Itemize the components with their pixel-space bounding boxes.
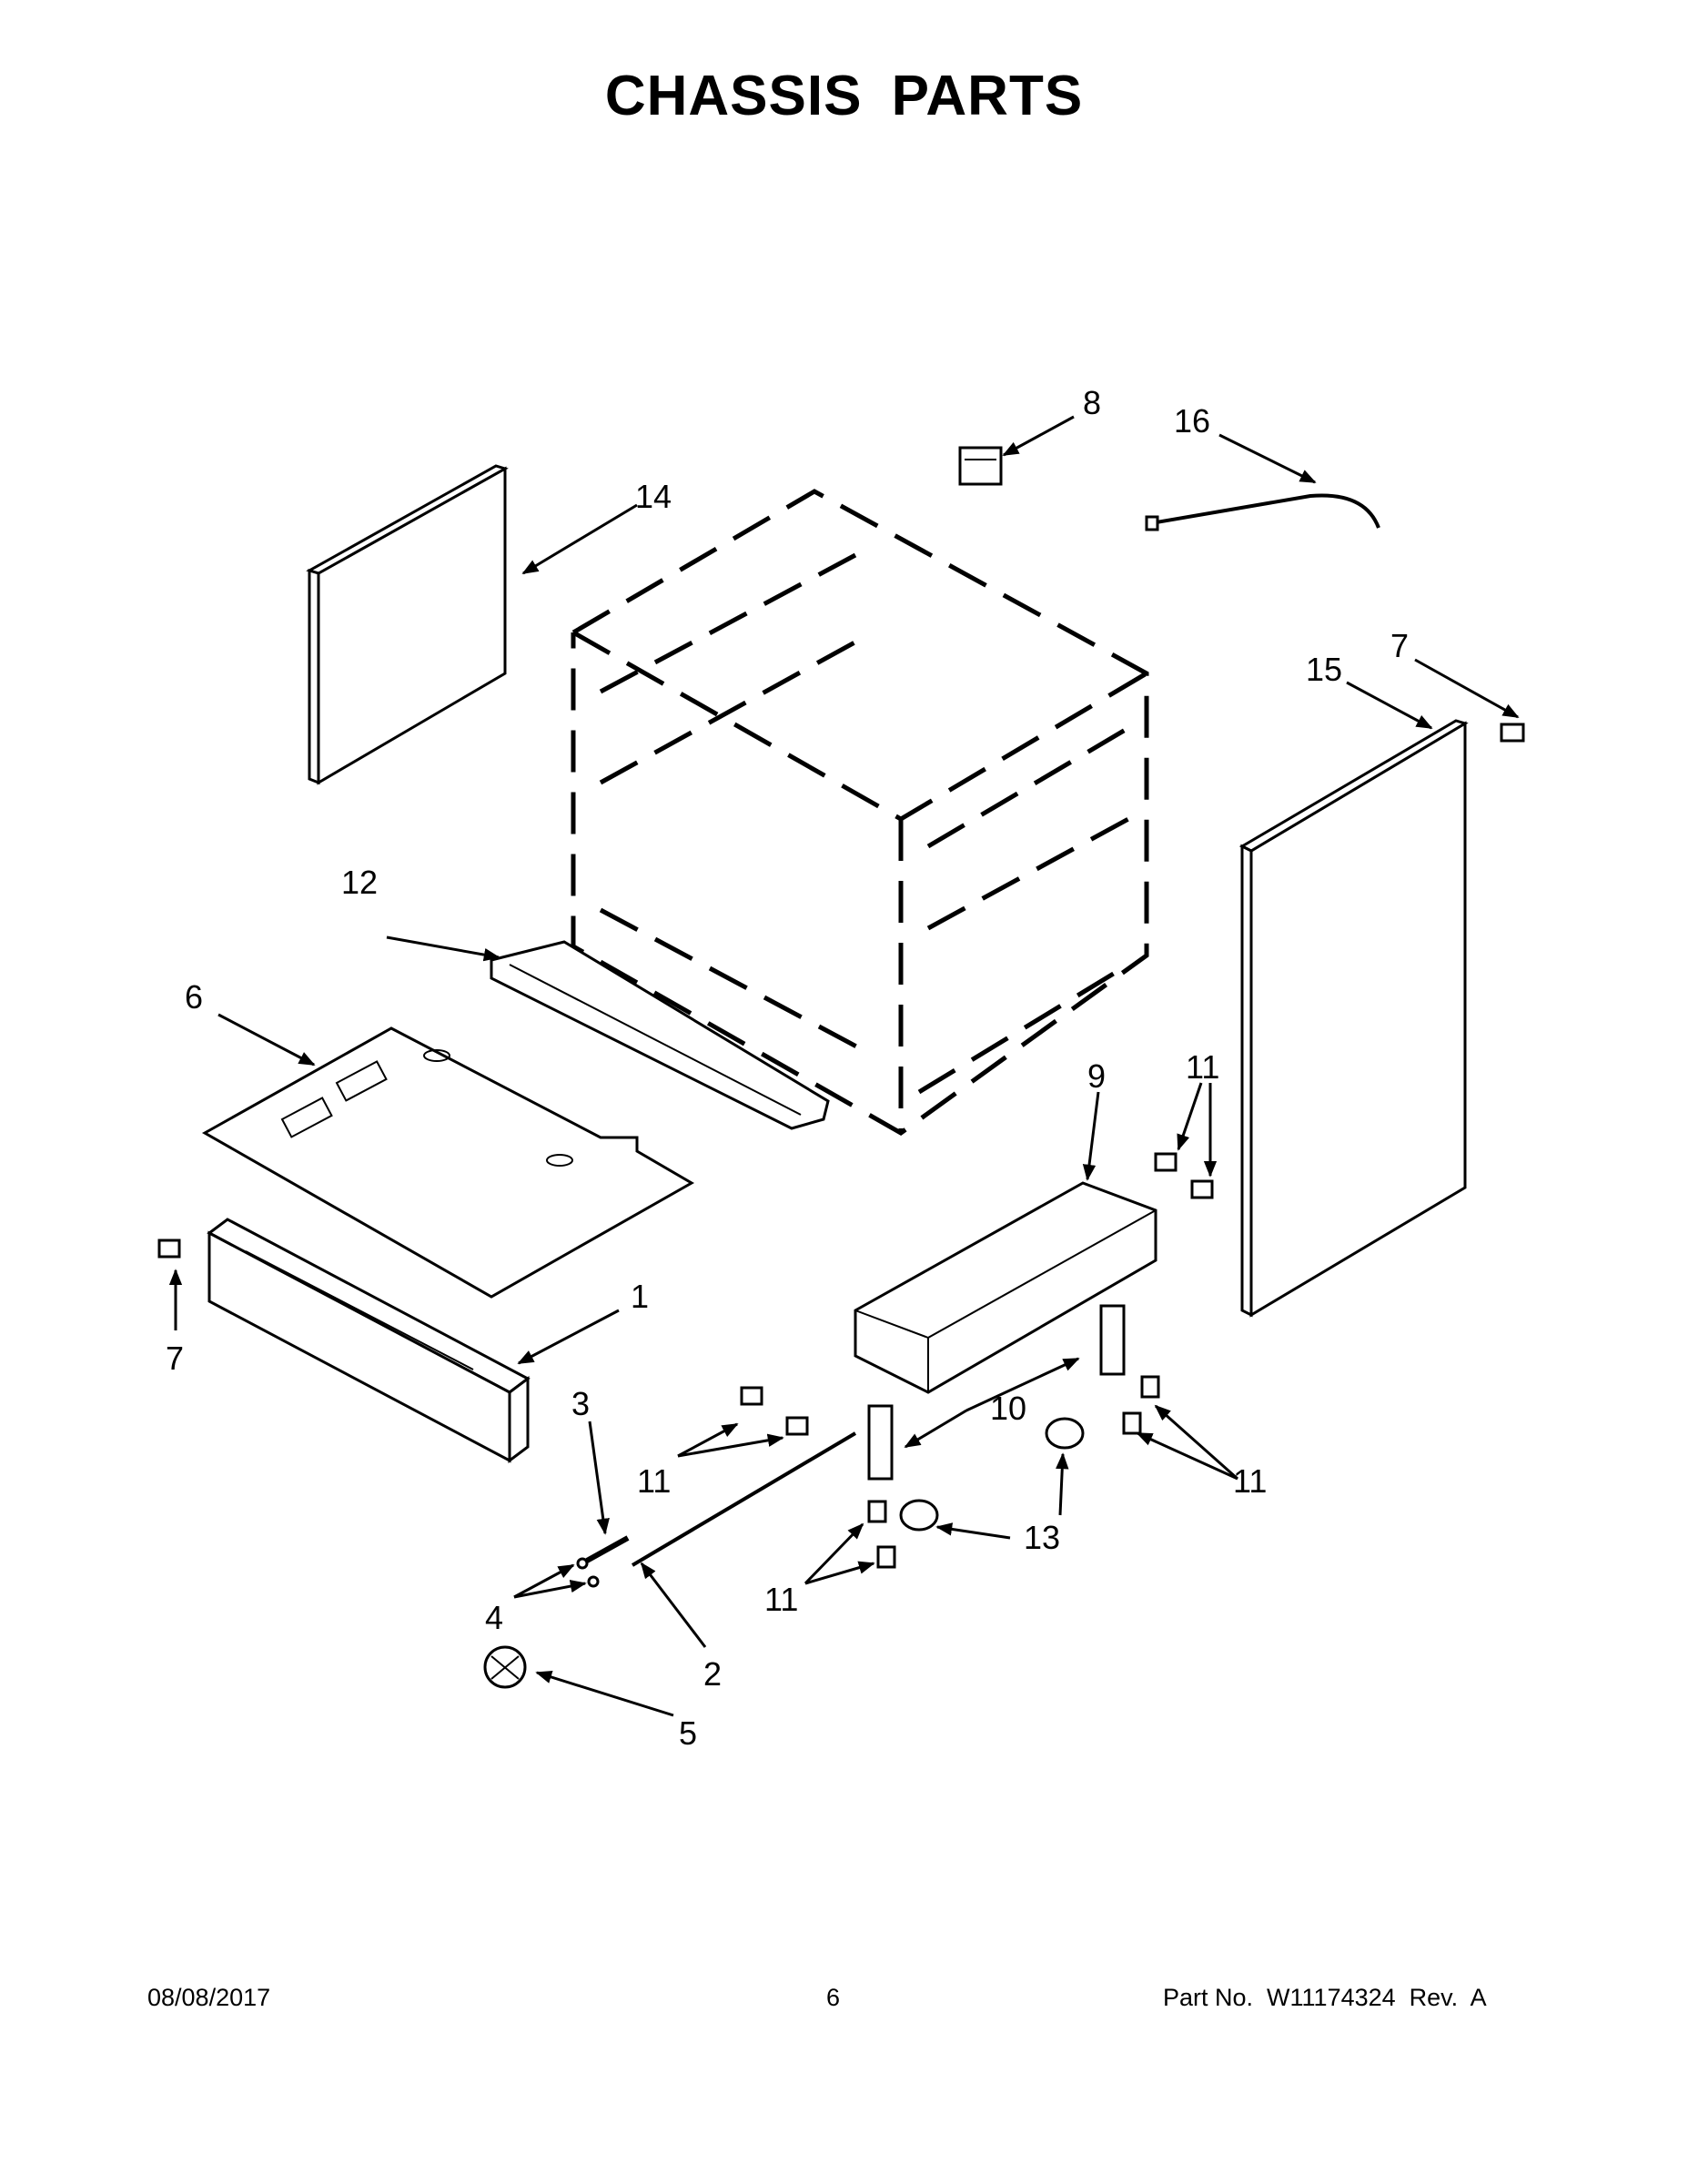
left-side-panel-part-14 bbox=[306, 464, 509, 785]
page-title: CHASSIS PARTS bbox=[604, 65, 1084, 127]
callout-11-upper-right: 11 bbox=[1186, 1048, 1219, 1086]
kickplate-part-1 bbox=[207, 1218, 531, 1463]
callout-6: 6 bbox=[185, 978, 203, 1016]
valve-part-8 bbox=[958, 446, 1003, 486]
footer-date: 08/08/2017 bbox=[147, 1984, 271, 2011]
callout-labels: 8 16 14 7 15 12 6 7 1 9 11 3 11 10 11 13… bbox=[166, 384, 1409, 1752]
foot-cap-part-5 bbox=[483, 1645, 527, 1689]
callout-11-right: 11 bbox=[1233, 1462, 1267, 1500]
callout-2: 2 bbox=[703, 1655, 722, 1693]
right-side-panel-part-15 bbox=[1238, 719, 1469, 1318]
callout-16: 16 bbox=[1174, 402, 1210, 440]
callout-11-left: 11 bbox=[637, 1462, 671, 1500]
callout-15: 15 bbox=[1306, 651, 1342, 688]
tube-part-16 bbox=[1145, 493, 1380, 531]
front-brace-part-12 bbox=[490, 940, 830, 1130]
footer-page-number: 6 bbox=[826, 1984, 841, 2011]
callout-3: 3 bbox=[571, 1385, 590, 1422]
leader-arrows bbox=[168, 415, 1520, 1717]
callout-7-right: 7 bbox=[1390, 627, 1409, 664]
rod-part-2 bbox=[631, 1431, 857, 1567]
callout-11-lower: 11 bbox=[764, 1581, 798, 1618]
screw-part-4 bbox=[576, 1557, 600, 1588]
footer-part-number: Part No. W11174324 Rev. A bbox=[1163, 1984, 1487, 2011]
base-frame-part-9 bbox=[854, 1181, 1157, 1481]
callout-10: 10 bbox=[990, 1390, 1026, 1427]
callout-4: 4 bbox=[485, 1599, 503, 1636]
callout-7-left: 7 bbox=[166, 1340, 184, 1377]
callout-8: 8 bbox=[1083, 384, 1101, 421]
callout-5: 5 bbox=[679, 1714, 697, 1752]
screw-part-7-right bbox=[1500, 723, 1525, 743]
bottom-panel-part-6 bbox=[201, 1026, 695, 1299]
screw-part-7-left bbox=[157, 1239, 181, 1259]
leveling-leg-part-13 bbox=[899, 1417, 1085, 1532]
callout-1: 1 bbox=[631, 1278, 649, 1315]
screws-part-11 bbox=[740, 1152, 1214, 1569]
callout-9: 9 bbox=[1087, 1057, 1106, 1095]
callout-12: 12 bbox=[341, 864, 378, 901]
callout-13: 13 bbox=[1024, 1519, 1060, 1556]
bracket-part-3 bbox=[585, 1535, 630, 1563]
callout-14: 14 bbox=[635, 478, 672, 515]
